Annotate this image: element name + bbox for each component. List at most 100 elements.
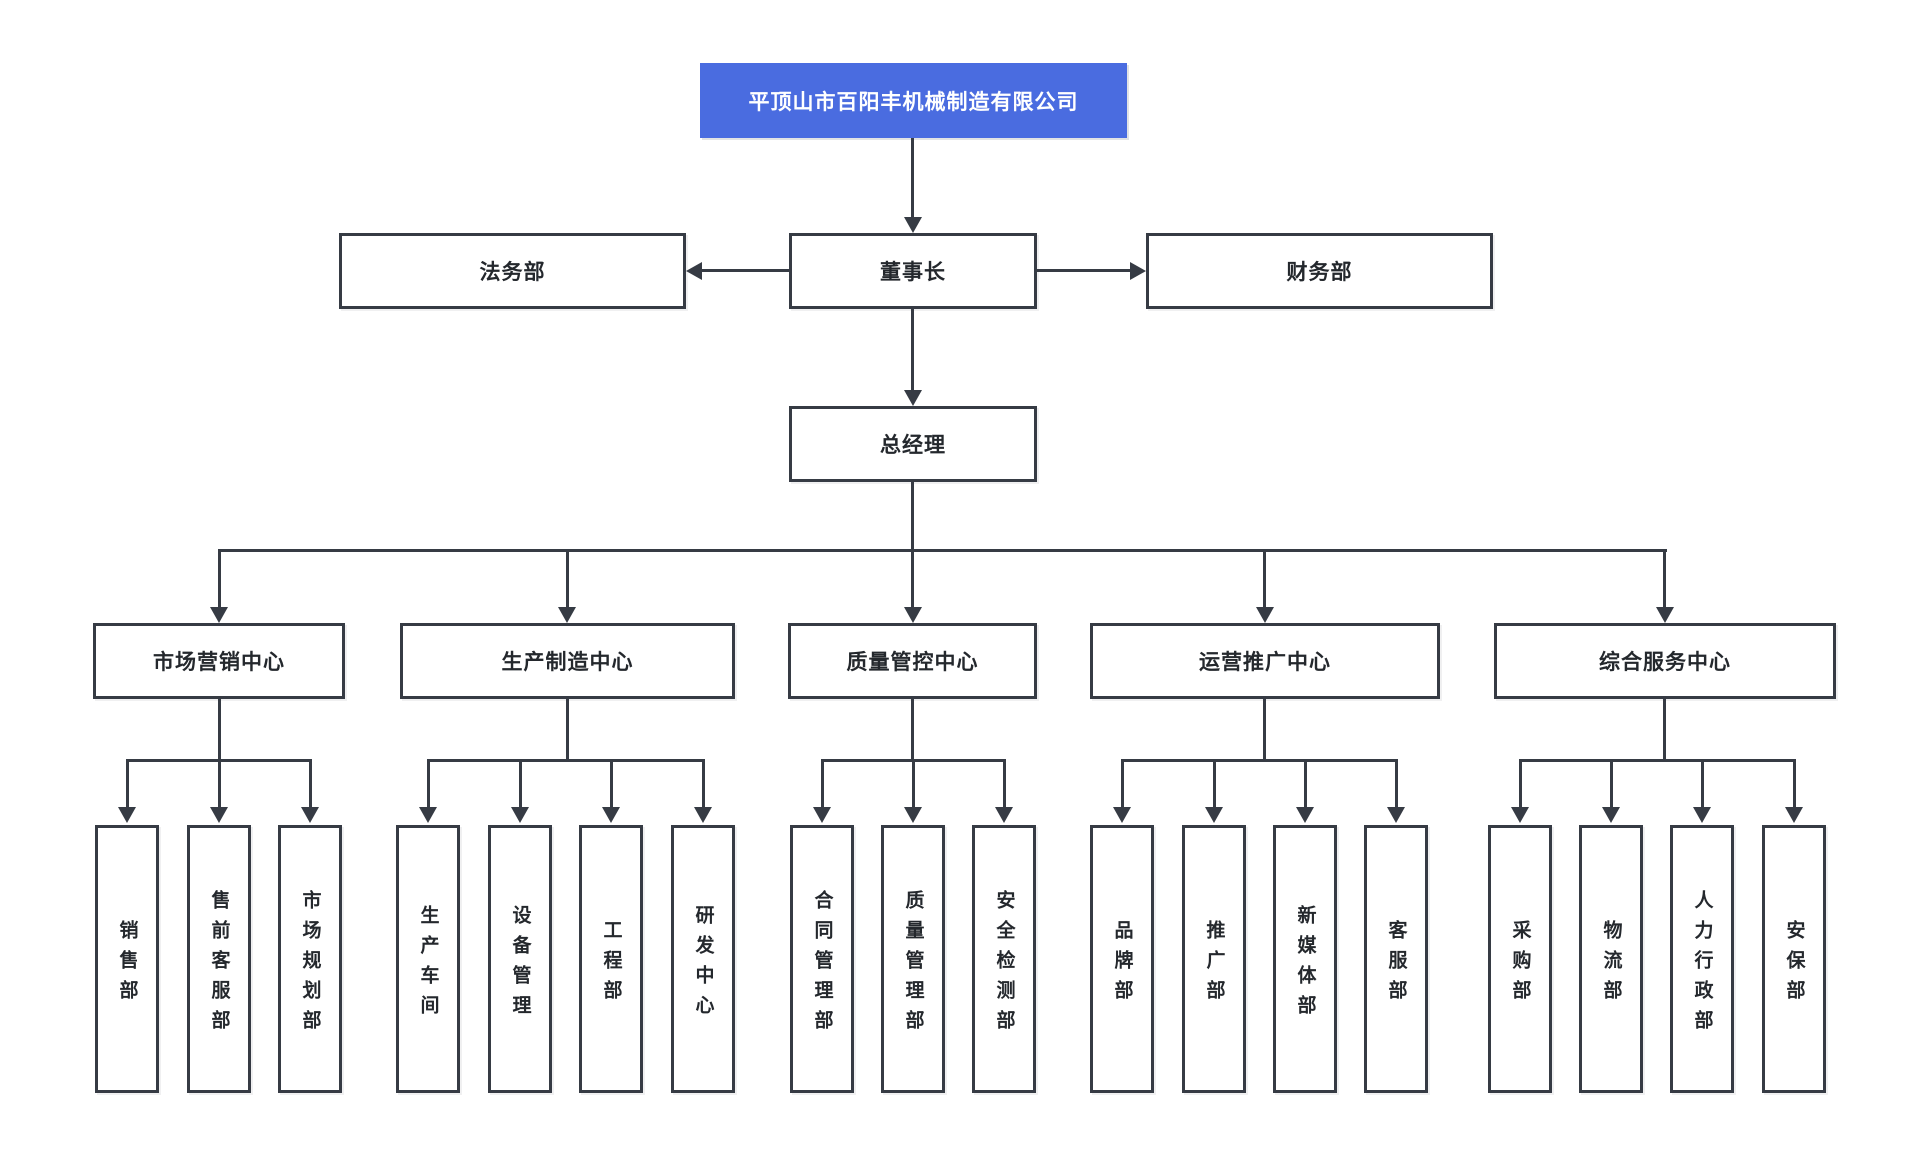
arrowhead-down — [419, 807, 437, 823]
arrowhead-down — [602, 807, 620, 823]
arrowhead-down — [301, 807, 319, 823]
connector-line — [702, 759, 705, 809]
arrowhead-down — [904, 807, 922, 823]
node-production-center: 生产制造中心 — [400, 623, 735, 699]
node-label: 销售部 — [116, 919, 138, 1010]
arrowhead-down — [1205, 807, 1223, 823]
node-quality-management-dept: 质量管理部 — [881, 825, 945, 1093]
connector-line — [218, 549, 221, 609]
connector-line — [1793, 759, 1796, 809]
arrowhead-down — [904, 217, 922, 233]
arrowhead-down — [1602, 807, 1620, 823]
connector-line — [911, 549, 914, 609]
node-label: 总经理 — [880, 434, 946, 457]
connector-line — [1263, 549, 1266, 609]
arrowhead-down — [694, 807, 712, 823]
arrowhead-down — [1296, 807, 1314, 823]
node-operations-center: 运营推广中心 — [1090, 623, 1440, 699]
connector-line — [1663, 699, 1666, 761]
arrowhead-down — [1656, 607, 1674, 623]
connector-line — [1037, 269, 1130, 272]
arrowhead-down — [904, 390, 922, 406]
connector-line — [1610, 759, 1613, 809]
node-brand-dept: 品牌部 — [1090, 825, 1154, 1093]
node-customer-service-dept: 客服部 — [1364, 825, 1428, 1093]
connector-line — [1304, 759, 1307, 809]
arrowhead-down — [1693, 807, 1711, 823]
arrowhead-down — [813, 807, 831, 823]
connector-line — [566, 549, 569, 609]
connector-line — [1122, 759, 1398, 762]
node-label: 新媒体部 — [1294, 904, 1316, 1025]
connector-line — [566, 699, 569, 761]
connector-line — [911, 482, 914, 551]
node-label: 生产制造中心 — [501, 651, 634, 674]
node-engineering-dept: 工程部 — [579, 825, 643, 1093]
arrowhead-down — [118, 807, 136, 823]
node-promotion-dept: 推广部 — [1182, 825, 1246, 1093]
connector-line — [1121, 759, 1124, 809]
connector-line — [1520, 759, 1796, 762]
arrowhead-down — [511, 807, 529, 823]
node-chairman: 董事长 — [789, 233, 1037, 309]
node-presales-service-dept: 售前客服部 — [187, 825, 251, 1093]
node-label: 合同管理部 — [811, 889, 833, 1040]
node-label: 生产车间 — [417, 904, 439, 1025]
node-rd-center: 研发中心 — [671, 825, 735, 1093]
node-safety-inspection-dept: 安全检测部 — [972, 825, 1036, 1093]
arrowhead-down — [1785, 807, 1803, 823]
node-production-workshop: 生产车间 — [396, 825, 460, 1093]
node-label: 运营推广中心 — [1199, 651, 1331, 674]
node-marketing-center: 市场营销中心 — [93, 623, 345, 699]
node-label: 推广部 — [1203, 919, 1225, 1010]
connector-line — [1263, 699, 1266, 761]
node-quality-center: 质量管控中心 — [788, 623, 1037, 699]
node-company-root: 平顶山市百阳丰机械制造有限公司 — [700, 63, 1127, 138]
arrowhead-right — [1130, 262, 1146, 280]
connector-line — [126, 759, 129, 809]
node-label: 人力行政部 — [1691, 889, 1713, 1040]
node-finance-dept: 财务部 — [1146, 233, 1493, 309]
connector-line — [1003, 759, 1006, 809]
node-contract-management-dept: 合同管理部 — [790, 825, 854, 1093]
arrowhead-down — [1256, 607, 1274, 623]
node-label: 设备管理 — [509, 904, 531, 1025]
node-label: 采购部 — [1509, 919, 1531, 1010]
node-hr-admin-dept: 人力行政部 — [1670, 825, 1734, 1093]
node-label: 物流部 — [1600, 919, 1622, 1010]
node-label: 客服部 — [1385, 919, 1407, 1010]
node-sales-dept: 销售部 — [95, 825, 159, 1093]
connector-line — [1519, 759, 1522, 809]
connector-line — [610, 759, 613, 809]
arrowhead-down — [995, 807, 1013, 823]
node-label: 售前客服部 — [208, 889, 230, 1040]
node-label: 安全检测部 — [993, 889, 1015, 1040]
node-label: 法务部 — [479, 261, 546, 284]
connector-line — [912, 759, 915, 809]
connector-line — [1701, 759, 1704, 809]
connector-line — [1663, 549, 1666, 609]
node-label: 工程部 — [600, 919, 622, 1010]
node-label: 质量管理部 — [902, 889, 924, 1040]
connector-line — [428, 759, 705, 762]
connector-line — [1213, 759, 1216, 809]
node-label: 市场规划部 — [299, 889, 321, 1040]
arrowhead-down — [210, 607, 228, 623]
node-general-manager: 总经理 — [789, 406, 1037, 482]
arrowhead-down — [210, 807, 228, 823]
node-legal-dept: 法务部 — [339, 233, 686, 309]
node-logistics-dept: 物流部 — [1579, 825, 1643, 1093]
node-label: 研发中心 — [692, 904, 714, 1025]
node-label: 安保部 — [1783, 919, 1805, 1010]
node-security-dept: 安保部 — [1762, 825, 1826, 1093]
connector-line — [309, 759, 312, 809]
arrowhead-down — [1511, 807, 1529, 823]
connector-line — [519, 759, 522, 809]
connector-line — [911, 309, 914, 392]
connector-line — [911, 138, 914, 219]
node-label: 董事长 — [880, 261, 946, 284]
node-market-planning-dept: 市场规划部 — [278, 825, 342, 1093]
node-new-media-dept: 新媒体部 — [1273, 825, 1337, 1093]
node-services-center: 综合服务中心 — [1494, 623, 1836, 699]
